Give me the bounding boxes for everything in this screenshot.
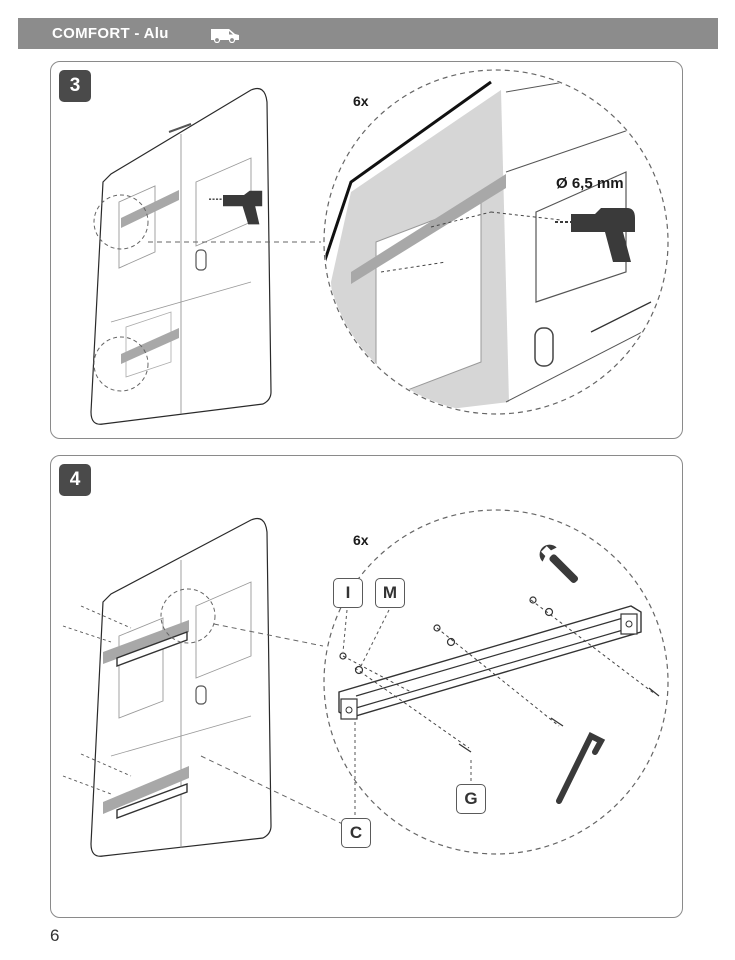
zoom-circle	[323, 69, 669, 415]
van-icon	[210, 28, 239, 43]
rear-door-icon	[90, 87, 272, 425]
part-label-i: I	[333, 578, 363, 608]
header-title: COMFORT - Alu	[52, 25, 169, 42]
detail-circle	[93, 336, 149, 392]
step-3-illustration	[90, 69, 669, 425]
mounting-strip-highlight	[121, 328, 179, 364]
quantity-label: 6x	[353, 532, 369, 548]
allen-key-icon	[556, 731, 606, 804]
zoom-detail	[325, 71, 667, 413]
mounting-strip-highlight	[121, 190, 179, 228]
detail-circle	[93, 194, 149, 250]
part-label-g: G	[456, 784, 486, 814]
drill-icon	[209, 190, 263, 225]
step-4-panel: 4	[50, 455, 683, 918]
rail-icon	[116, 782, 188, 820]
rail-icon	[116, 630, 188, 668]
part-label-m: M	[375, 578, 405, 608]
step-number-badge: 3	[59, 70, 91, 102]
zoom-circle	[323, 509, 669, 855]
step-number-badge: 4	[59, 464, 91, 496]
wrench-icon	[539, 544, 579, 584]
rail-icon	[338, 605, 642, 720]
drill-icon	[555, 208, 635, 262]
drill-size-label: Ø 6,5 mm	[556, 175, 624, 192]
step-3-panel: 3	[50, 61, 683, 439]
quantity-label: 6x	[353, 93, 369, 109]
detail-circle	[160, 588, 216, 644]
rear-door-icon	[90, 517, 272, 857]
step-4-illustration	[62, 509, 669, 857]
page-number: 6	[50, 926, 60, 945]
header-bar: COMFORT - Alu	[18, 18, 718, 49]
part-label-c: C	[341, 818, 371, 848]
